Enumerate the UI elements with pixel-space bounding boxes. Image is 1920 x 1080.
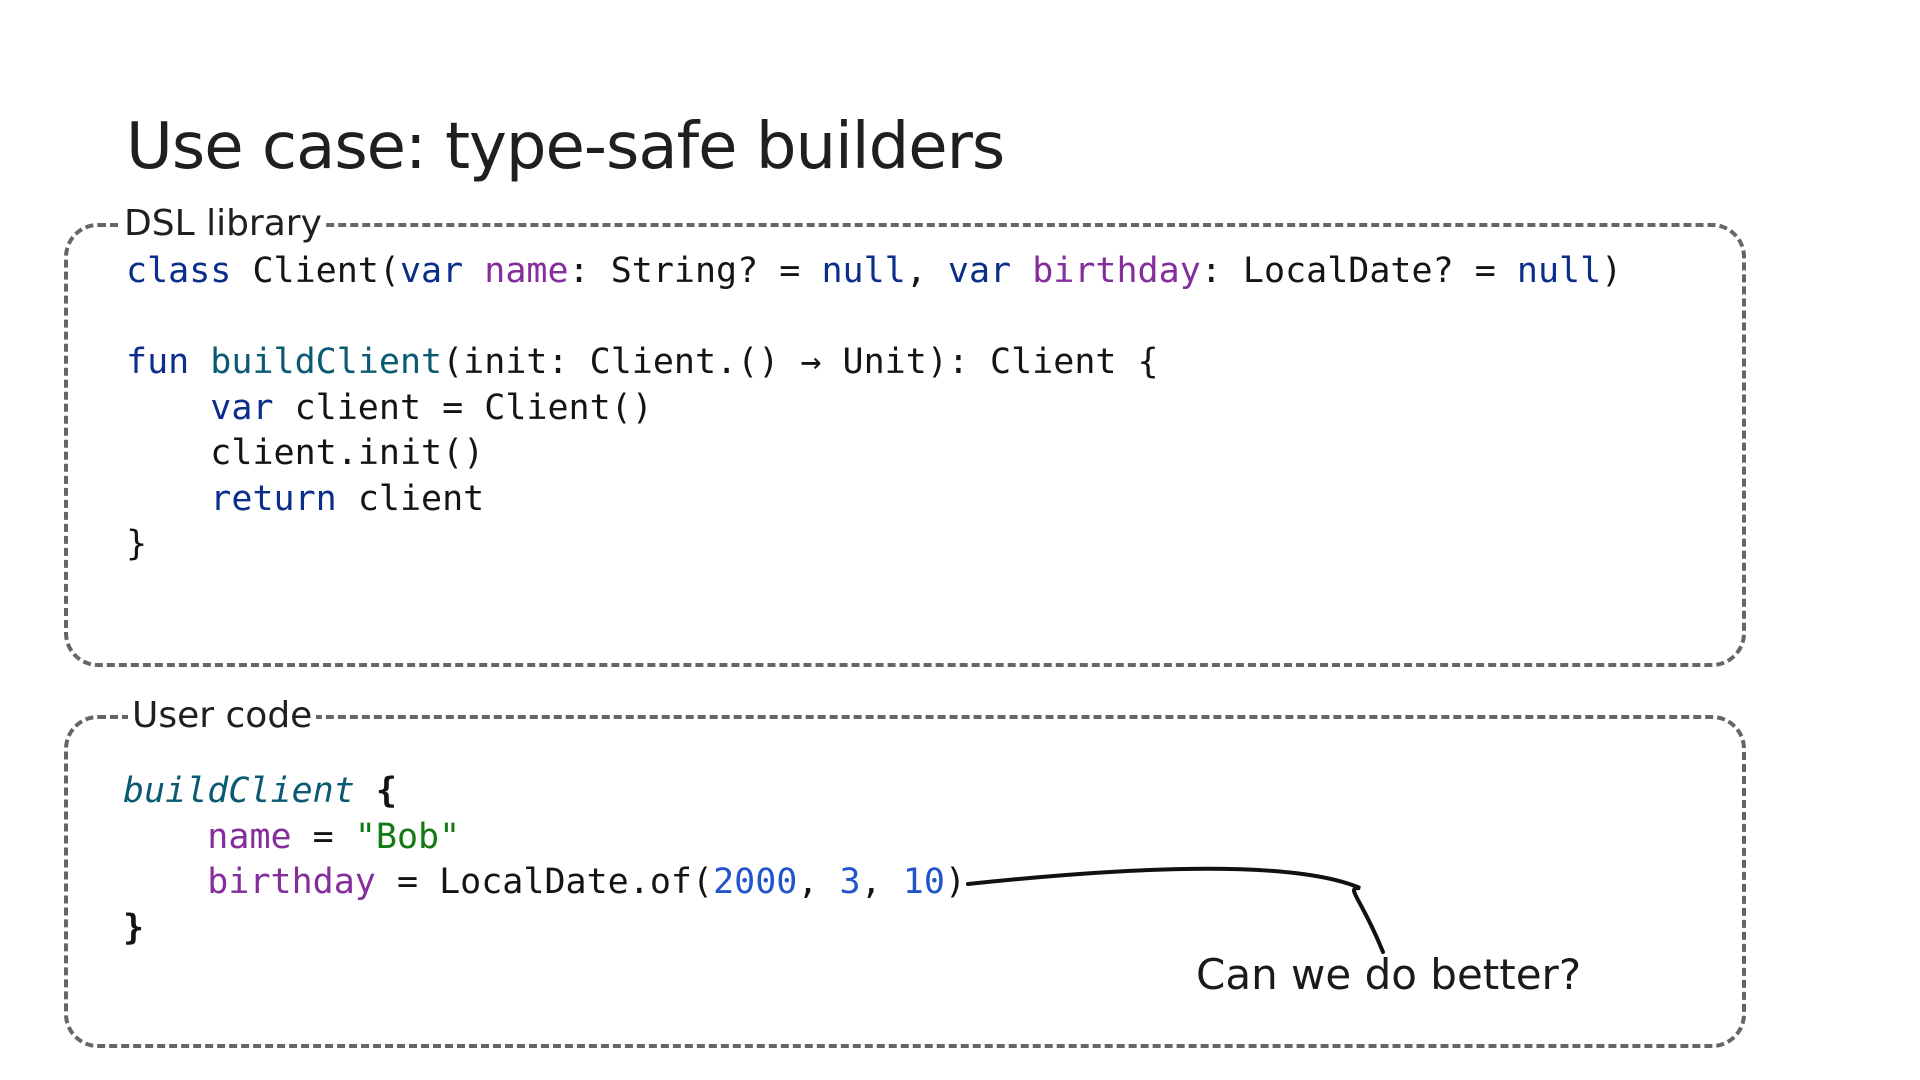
code-token: client xyxy=(210,433,337,473)
code-token: init xyxy=(357,433,443,473)
code-token: return xyxy=(210,478,337,519)
code-token: buildClient xyxy=(210,342,443,382)
code-token: birthday xyxy=(1032,251,1201,291)
code-token: null xyxy=(821,251,906,291)
code-token: Client xyxy=(252,251,379,291)
dsl-library-label: DSL library xyxy=(120,202,326,246)
code-token: Client xyxy=(990,342,1117,382)
code-token: 2000 xyxy=(713,862,798,902)
code-token: 10 xyxy=(902,862,945,902)
user-code-label: User code xyxy=(128,694,317,738)
code-token: birthday xyxy=(207,862,376,902)
code-token: client xyxy=(294,387,422,428)
code-token: LocalDate xyxy=(1242,251,1433,291)
code-token: var xyxy=(210,387,274,428)
callout-text: Can we do better? xyxy=(1196,950,1582,999)
slide-title: Use case: type-safe builders xyxy=(126,110,1005,184)
code-token: client xyxy=(357,478,485,519)
code-token: Client xyxy=(589,342,717,382)
code-token: String xyxy=(610,251,738,291)
code-token: init xyxy=(463,342,548,382)
code-token: null xyxy=(1516,251,1602,291)
dsl-library-code: class Client(var name: String? = null, v… xyxy=(126,251,1623,564)
user-code-panel xyxy=(64,715,1746,1048)
code-token: var xyxy=(947,251,1012,291)
user-code: buildClient { name = "Bob" birthday = Lo… xyxy=(123,771,966,948)
code-token: 3 xyxy=(839,862,861,902)
code-token: → xyxy=(800,342,822,382)
code-token: fun xyxy=(126,342,190,382)
code-token: name xyxy=(207,816,292,857)
code-token: Unit xyxy=(842,342,927,382)
code-token: LocalDate xyxy=(439,862,629,902)
code-token: var xyxy=(399,251,464,291)
code-token: name xyxy=(484,251,569,291)
code-token: class xyxy=(126,251,232,291)
code-token: of xyxy=(649,862,692,902)
code-token: buildClient xyxy=(123,771,355,811)
dsl-library-panel xyxy=(64,223,1746,667)
code-token: Client xyxy=(484,387,611,428)
code-token: "Bob" xyxy=(354,816,461,857)
